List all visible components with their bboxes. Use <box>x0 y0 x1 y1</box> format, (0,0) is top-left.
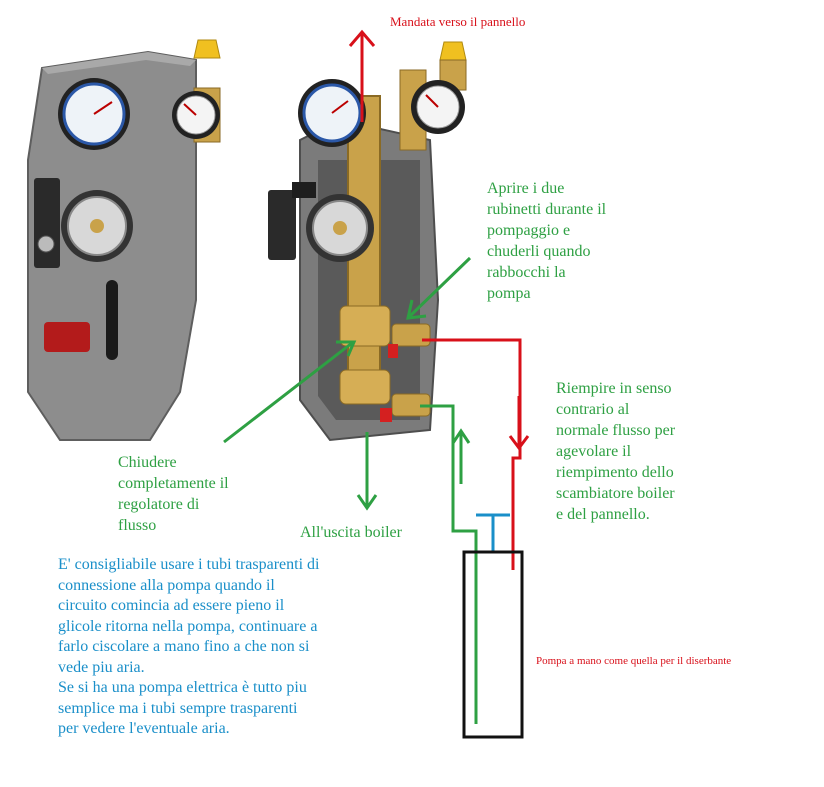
flow-window <box>106 280 118 360</box>
label-riempire: Riempire in senso contrario al normale f… <box>556 380 676 523</box>
motor-connector <box>292 182 316 198</box>
cover-top-edge <box>42 52 196 74</box>
pump-knob <box>37 235 55 253</box>
gauge-needle-right <box>331 100 349 114</box>
valve-handle-upper <box>388 344 398 358</box>
red-arrow-down <box>508 396 530 451</box>
note-paragraph: E' consigliabile usare i tubi trasparent… <box>58 556 320 737</box>
pump-center <box>90 219 104 233</box>
pump-station-closed <box>27 39 221 441</box>
fill-tap-upper <box>391 323 431 347</box>
pressure-needle <box>183 103 197 116</box>
pump-center-right <box>333 221 347 235</box>
pump-motor-box-right <box>268 190 296 260</box>
safety-valve-cap <box>193 39 221 59</box>
label-uscita-boiler: All'uscita boiler <box>300 524 402 541</box>
label-pompa-a-mano: Pompa a mano come quella per il diserban… <box>536 655 732 667</box>
green-arrow-boiler <box>356 432 378 511</box>
pump-station-open <box>268 41 467 442</box>
valve-handle-lower <box>380 408 392 422</box>
brand-logo <box>44 322 90 352</box>
green-pointer-chiudere <box>223 340 357 444</box>
pump-motor-box <box>34 178 60 268</box>
red-hose <box>422 338 522 570</box>
label-mandata: Mandata verso il pannello <box>390 14 526 29</box>
label-chiudere-regolatore: Chiudere completamente il regolatore di … <box>118 454 229 534</box>
gauge-needle <box>93 101 113 115</box>
green-pointer-aprire <box>406 256 472 320</box>
safety-valve-cap-right <box>439 41 467 61</box>
pump-handle <box>476 513 510 552</box>
hand-pump-container <box>462 550 524 739</box>
pressure-needle-right <box>425 94 439 108</box>
flow-regulator <box>339 305 391 347</box>
green-arrow-up <box>451 428 471 484</box>
red-arrow-up <box>348 29 376 122</box>
return-valve-block <box>339 369 391 405</box>
green-hose <box>420 404 478 724</box>
label-aprire-rubinetti: Aprire i due rubinetti durante il pompag… <box>487 180 607 302</box>
